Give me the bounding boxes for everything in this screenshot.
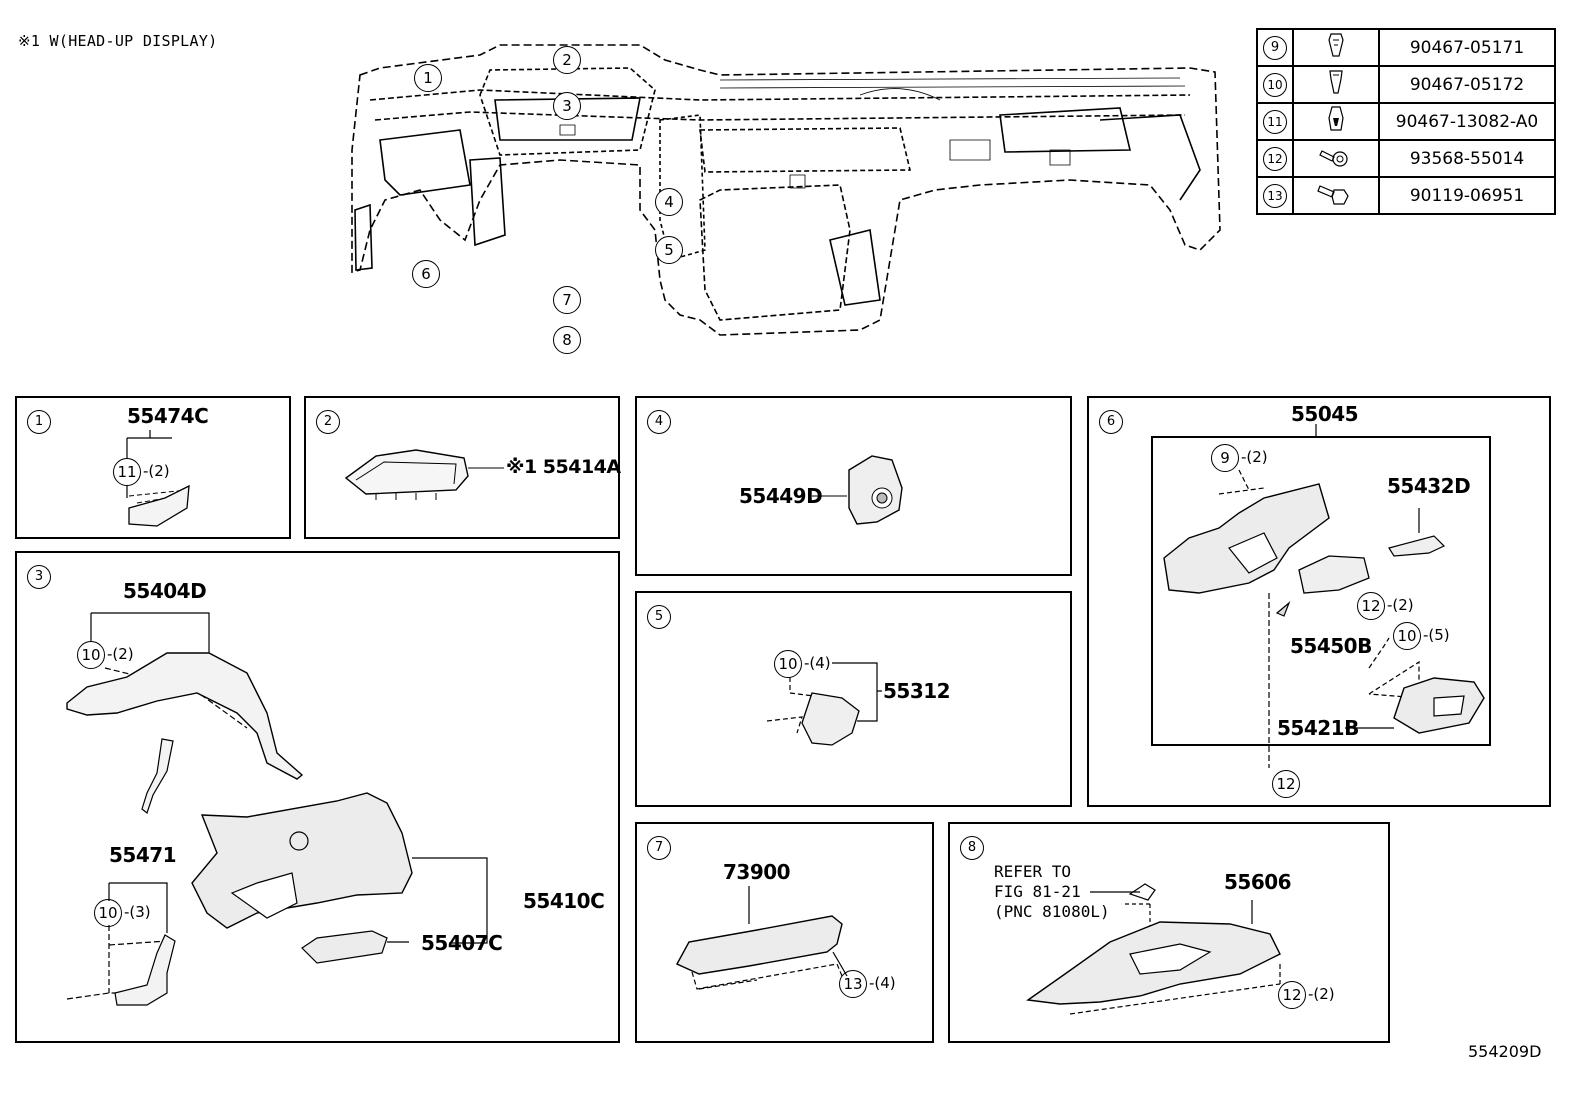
quantity-label: -(2) (1387, 596, 1414, 614)
clip-callout[interactable]: 10 (94, 899, 122, 927)
part-drawing (1026, 883, 1281, 1015)
overview-callout-7[interactable]: 7 (553, 286, 581, 314)
overview-callout-8[interactable]: 8 (553, 326, 581, 354)
overview-callout-5[interactable]: 5 (655, 236, 683, 264)
quantity-label: -(4) (869, 974, 896, 992)
fastener-ref: 11 (1263, 109, 1287, 134)
fastener-part-number: 90467-05172 (1378, 65, 1556, 104)
fastener-ref: 10 (1263, 72, 1287, 97)
refer-to-line-1: REFER TO (994, 862, 1072, 881)
detail-panel-1: 1 55474C 11 -(2) (15, 396, 291, 539)
part-number-label[interactable]: 55449D (739, 484, 823, 508)
overview-callout-6[interactable]: 6 (412, 260, 440, 288)
part-number-label[interactable]: 55045 (1291, 402, 1359, 426)
panel-number: 6 (1099, 410, 1123, 434)
fastener-row[interactable]: 11 90467-13082-A0 (1256, 102, 1556, 141)
quantity-label: -(2) (143, 462, 170, 480)
part-number-label[interactable]: ※1 55414A (506, 456, 621, 478)
clip-callout[interactable]: 12 (1272, 770, 1300, 798)
clip-callout[interactable]: 10 (1393, 622, 1421, 650)
detail-panel-3: 3 55404D 10 -(2) 55471 10 -(3) 55410C 55… (15, 551, 620, 1043)
clip-callout[interactable]: 10 (77, 641, 105, 669)
part-drawing (812, 455, 903, 525)
fastener-table: 9 90467-05171 10 90467-05172 11 90467-13… (1256, 28, 1556, 215)
bolt-icon (1292, 176, 1380, 215)
detail-panel-8: 8 REFER TO FIG 81-21 (PNC 81080L) 55606 … (948, 822, 1390, 1043)
diagram-id: 554209D (1468, 1042, 1542, 1061)
clip-callout[interactable]: 9 (1211, 444, 1239, 472)
panel-number: 7 (647, 836, 671, 860)
part-number-label[interactable]: 55404D (123, 579, 207, 603)
panel-number: 2 (316, 410, 340, 434)
fastener-part-number: 90119-06951 (1378, 176, 1556, 215)
detail-panel-6: 6 55045 9 -(2) 55432D 12 -(2) 55450B 10 … (1087, 396, 1551, 807)
part-number-label[interactable]: 55432D (1387, 474, 1471, 498)
part-number-label[interactable]: 73900 (723, 860, 791, 884)
clip-callout[interactable]: 10 (774, 650, 802, 678)
fastener-ref: 9 (1263, 35, 1287, 60)
part-number-label[interactable]: 55450B (1290, 634, 1372, 658)
quantity-label: -(2) (1241, 448, 1268, 466)
part-drawing (126, 430, 190, 527)
quantity-label: -(3) (124, 903, 151, 921)
part-number-label[interactable]: 55312 (883, 679, 951, 703)
quantity-label: -(5) (1423, 626, 1450, 644)
part-drawing (66, 612, 488, 1006)
fastener-row[interactable]: 13 90119-06951 (1256, 176, 1556, 215)
clip-icon (1292, 65, 1380, 104)
part-number-label[interactable]: 55471 (109, 843, 177, 867)
refer-to-line-2[interactable]: FIG 81-21 (994, 882, 1081, 901)
clip-callout[interactable]: 13 (839, 970, 867, 998)
part-drawing (1163, 424, 1485, 768)
fastener-part-number: 93568-55014 (1378, 139, 1556, 178)
quantity-label: -(2) (107, 645, 134, 663)
fastener-part-number: 90467-13082-A0 (1378, 102, 1556, 141)
detail-panel-5: 5 10 -(4) 55312 (635, 591, 1072, 807)
overview-callout-1[interactable]: 1 (414, 64, 442, 92)
panel-number: 8 (960, 836, 984, 860)
part-number-label[interactable]: 55606 (1224, 870, 1292, 894)
quantity-label: -(4) (804, 654, 831, 672)
fastener-row[interactable]: 12 93568-55014 (1256, 139, 1556, 178)
fastener-row[interactable]: 10 90467-05172 (1256, 65, 1556, 104)
panel-number: 1 (27, 410, 51, 434)
part-drawing (344, 449, 504, 500)
panel-number: 3 (27, 565, 51, 589)
fastener-ref: 13 (1263, 183, 1287, 208)
clip-icon (1292, 28, 1380, 67)
screw-icon (1292, 139, 1380, 178)
clip-callout[interactable]: 12 (1278, 981, 1306, 1009)
assembly-box (1151, 436, 1491, 746)
panel-number: 5 (647, 605, 671, 629)
quantity-label: -(2) (1308, 985, 1335, 1003)
detail-panel-2: 2 ※1 55414A (304, 396, 621, 539)
fastener-ref: 12 (1263, 146, 1287, 171)
head-up-display-note: ※1 W(HEAD-UP DISPLAY) (18, 32, 218, 50)
clip-callout[interactable]: 12 (1357, 592, 1385, 620)
detail-panel-7: 7 73900 13 -(4) (635, 822, 934, 1043)
fastener-row[interactable]: 9 90467-05171 (1256, 28, 1556, 67)
panel-number: 4 (647, 410, 671, 434)
detail-panel-4: 4 55449D (635, 396, 1072, 576)
part-number-label[interactable]: 55410C (523, 889, 605, 913)
overview-callout-3[interactable]: 3 (553, 92, 581, 120)
clip-icon (1292, 102, 1380, 141)
overview-callout-2[interactable]: 2 (553, 46, 581, 74)
part-drawing (766, 662, 882, 746)
refer-to-line-3[interactable]: (PNC 81080L) (994, 902, 1110, 921)
clip-callout[interactable]: 11 (113, 458, 141, 486)
part-drawing (676, 886, 848, 990)
fastener-part-number: 90467-05171 (1378, 28, 1556, 67)
overview-callout-4[interactable]: 4 (655, 188, 683, 216)
part-number-label[interactable]: 55474C (127, 404, 209, 428)
